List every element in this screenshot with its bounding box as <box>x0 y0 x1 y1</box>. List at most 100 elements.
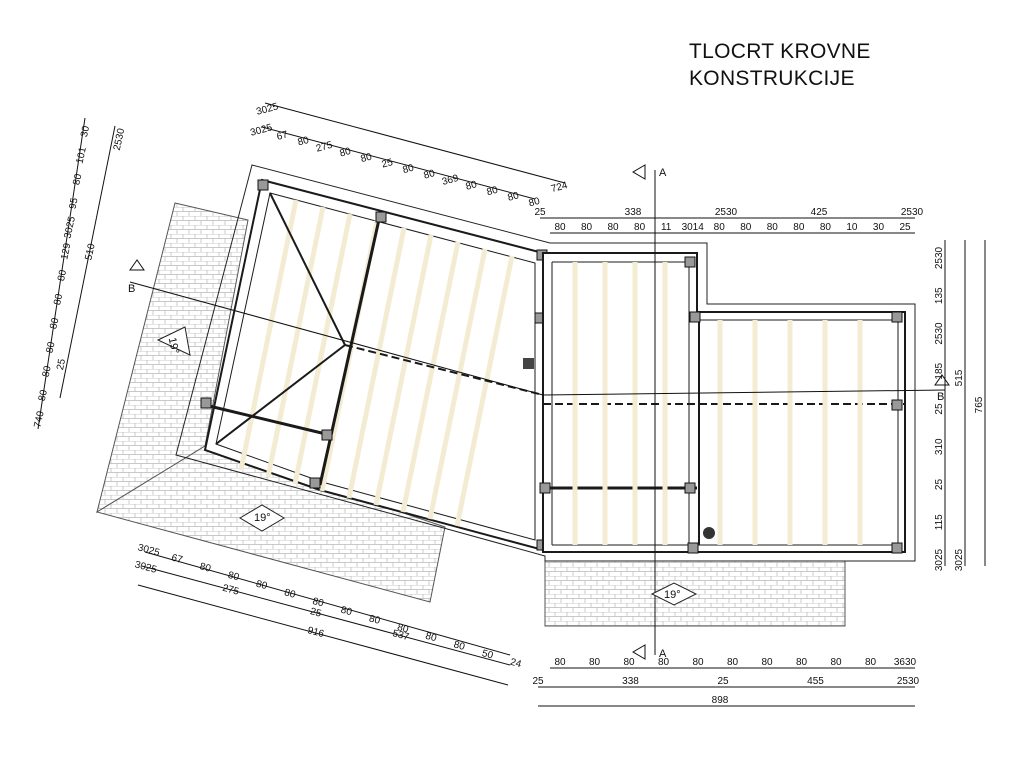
post <box>321 429 333 441</box>
rafter <box>454 255 515 527</box>
dimension-value: 3025 <box>136 542 161 558</box>
section-arrow <box>129 259 145 271</box>
dimension-value: 80 <box>227 570 241 584</box>
dimension-value: 30 <box>873 222 885 233</box>
dimension-value: 80 <box>56 268 69 282</box>
section-arrow <box>632 164 646 180</box>
dimension-value: 2530 <box>897 676 920 687</box>
dimension-value: 25 <box>532 676 544 687</box>
dimension-value: 80 <box>465 179 479 193</box>
dim-line <box>141 565 511 666</box>
dimension-value: 2530 <box>934 322 945 345</box>
dimension-value: 185 <box>934 362 945 379</box>
rafter <box>427 248 488 520</box>
left-wing-structure <box>200 178 548 552</box>
dimension-value: 275 <box>221 583 240 598</box>
post <box>257 179 269 191</box>
dim-line <box>37 117 86 430</box>
dimension-value: 80 <box>71 172 84 186</box>
section-label-b: B <box>128 283 135 295</box>
dimension-value: 101 <box>75 146 89 165</box>
dimension-value: 80 <box>658 657 670 668</box>
dimension-value: 80 <box>581 222 593 233</box>
dimension-value: 80 <box>608 222 620 233</box>
dimension-value: 80 <box>761 657 773 668</box>
dimension-value: 25 <box>717 676 729 687</box>
dimension-value: 25 <box>309 606 323 620</box>
dimension-value: 80 <box>48 316 61 330</box>
title-line-1: TLOCRT KROVNE <box>689 40 871 63</box>
tie-beam <box>204 403 331 437</box>
section-arrow <box>632 644 646 660</box>
dimension-value: 80 <box>692 657 704 668</box>
dimension-value: 80 <box>368 613 382 627</box>
dimension-value: 10 <box>846 222 858 233</box>
slope-label: 19° <box>254 512 271 524</box>
right-wing-wall <box>542 252 906 553</box>
dimension-value: 3025 <box>255 101 280 117</box>
section-line-b <box>129 281 544 396</box>
rafter <box>400 241 461 513</box>
right-wing-structure <box>539 252 906 554</box>
post <box>200 397 212 409</box>
dimension-value: 25 <box>934 479 945 491</box>
dimension-value: 369 <box>441 173 460 188</box>
dimension-value: 515 <box>954 369 965 386</box>
dimension-value: 80 <box>297 135 311 149</box>
rafter <box>238 199 299 471</box>
dimension-value: 80 <box>41 364 54 378</box>
section-lines: A A B B <box>128 164 950 660</box>
dim-line <box>59 125 116 399</box>
section-label-b: B <box>937 391 944 403</box>
left-wing-inner <box>215 192 536 541</box>
dimension-value: 80 <box>528 196 542 210</box>
dimension-value: 80 <box>283 587 297 601</box>
dimension-value: 25 <box>381 157 395 171</box>
dimension-value: 80 <box>830 657 842 668</box>
dimension-value: 80 <box>311 596 325 610</box>
dimension-value: 80 <box>255 579 269 593</box>
dimension-value: 25 <box>55 357 68 371</box>
left-wing-rafters <box>238 199 515 527</box>
dimension-value: 80 <box>793 222 805 233</box>
dimension-value: 80 <box>37 388 50 402</box>
hip-beam-1 <box>269 192 346 346</box>
right-wing-rafters <box>572 262 863 545</box>
dimension-value: 80 <box>623 657 635 668</box>
dimension-value: 2530 <box>715 207 738 218</box>
dimension-value: 80 <box>865 657 877 668</box>
chimney <box>703 527 715 539</box>
post <box>891 311 903 323</box>
rafter <box>373 234 434 506</box>
section-line-b <box>542 389 946 396</box>
dimension-value: 80 <box>820 222 832 233</box>
dimension-value: 80 <box>423 168 437 182</box>
ridge-beam <box>344 344 544 396</box>
dimension-value: 80 <box>396 622 410 636</box>
slope-markers: 19° 19° 19° <box>156 326 698 606</box>
section-label-a: A <box>659 648 667 660</box>
post <box>684 482 696 494</box>
dimension-value: 898 <box>712 695 729 706</box>
post <box>309 477 321 489</box>
dimension-value: 3630 <box>894 657 917 668</box>
post <box>375 211 387 223</box>
dimension-value: 67 <box>276 129 290 143</box>
chimney <box>523 358 534 369</box>
dimension-value: 80 <box>727 657 739 668</box>
dimension-value: 80 <box>507 190 521 204</box>
dimension-value: 3025 <box>249 122 274 138</box>
dim-line <box>137 584 509 686</box>
dimension-value: 24 <box>509 657 523 671</box>
post <box>891 399 903 411</box>
dimension-value: 80 <box>452 639 466 653</box>
dimension-value: 3025 <box>133 559 158 575</box>
dimension-value: 30 <box>79 124 92 138</box>
dimension-value: 3025 <box>954 548 965 571</box>
dimension-value: 80 <box>45 340 58 354</box>
dimension-value: 80 <box>360 151 374 165</box>
drawing-title: TLOCRT KROVNE KONSTRUKCIJE <box>689 38 871 92</box>
rafter <box>292 213 353 485</box>
dim-line <box>144 551 511 656</box>
